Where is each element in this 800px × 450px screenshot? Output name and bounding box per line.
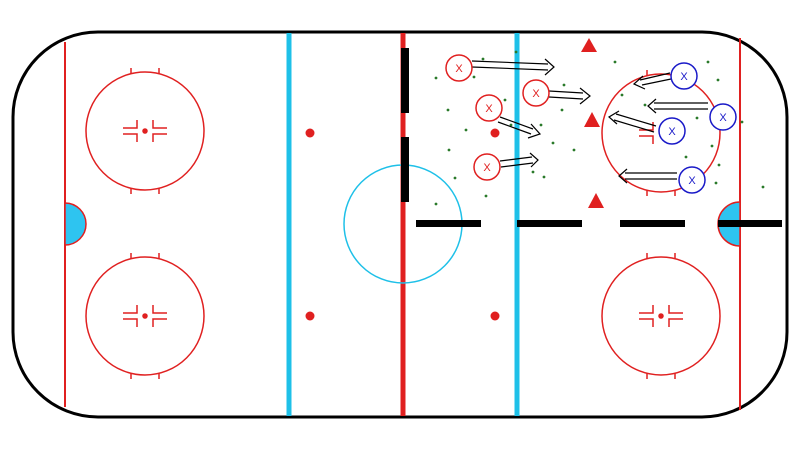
arrow-icon bbox=[548, 87, 591, 105]
arrow-icon bbox=[632, 72, 672, 90]
puck-icon bbox=[620, 93, 624, 97]
barrier-horizontal bbox=[620, 220, 685, 227]
faceoff-dot bbox=[490, 311, 500, 321]
blue-player-label: X bbox=[680, 71, 688, 83]
puck-icon bbox=[706, 60, 710, 64]
puck-icon bbox=[717, 163, 721, 167]
puck-icon bbox=[551, 141, 555, 145]
barrier-vertical bbox=[401, 137, 409, 202]
barrier-horizontal bbox=[517, 220, 582, 227]
blue-team-players: X X X X bbox=[658, 62, 737, 194]
faceoff-circle-right-bottom bbox=[601, 253, 721, 379]
red-player: X bbox=[475, 94, 503, 122]
puck-icon bbox=[514, 50, 518, 54]
faceoff-circle-left-top bbox=[85, 68, 205, 194]
arrow-icon bbox=[497, 116, 542, 139]
faceoff-dot bbox=[305, 128, 315, 138]
puck-icon bbox=[434, 202, 438, 206]
puck-icon bbox=[531, 170, 535, 174]
red-player-label: X bbox=[483, 162, 491, 174]
rink-boards bbox=[11, 30, 789, 419]
puck-icon bbox=[695, 116, 699, 120]
puck-icon bbox=[464, 128, 468, 132]
skating-arrows bbox=[471, 58, 708, 184]
puck-icon bbox=[453, 176, 457, 180]
arrow-icon bbox=[471, 58, 555, 76]
puck-icon bbox=[472, 75, 476, 79]
red-player: X bbox=[473, 153, 501, 181]
red-player-label: X bbox=[485, 103, 493, 115]
blue-player: X bbox=[658, 117, 686, 145]
cone-icon bbox=[581, 38, 597, 52]
arrow-icon bbox=[607, 110, 657, 133]
faceoff-circle-left-bottom bbox=[85, 253, 205, 379]
puck-icon bbox=[684, 155, 688, 159]
cone-icon bbox=[588, 193, 604, 208]
puck-icon bbox=[761, 185, 765, 189]
blue-player-label: X bbox=[668, 126, 676, 138]
puck-icon bbox=[643, 103, 647, 107]
red-team-players: X X X X bbox=[445, 54, 550, 181]
red-player: X bbox=[522, 79, 550, 107]
puck-icon bbox=[714, 181, 718, 185]
puck-icon bbox=[613, 60, 617, 64]
red-player: X bbox=[445, 54, 473, 82]
puck-icon bbox=[447, 148, 451, 152]
puck-icon bbox=[539, 123, 543, 127]
red-player-label: X bbox=[455, 63, 463, 75]
puck-icon bbox=[446, 108, 450, 112]
puck-icon bbox=[710, 144, 714, 148]
arrow-icon bbox=[647, 98, 708, 114]
puck-icon bbox=[481, 57, 485, 61]
barrier-horizontal bbox=[718, 220, 782, 227]
puck-icon bbox=[503, 98, 507, 102]
blue-player: X bbox=[678, 166, 706, 194]
cone-icon bbox=[584, 112, 600, 127]
arrow-icon bbox=[618, 168, 677, 184]
puck-icon bbox=[542, 175, 546, 179]
blue-player-label: X bbox=[688, 175, 696, 187]
faceoff-dot bbox=[305, 311, 315, 321]
puck-icon bbox=[572, 148, 576, 152]
puck-icon bbox=[484, 194, 488, 198]
puck-icon bbox=[562, 83, 566, 87]
barrier-horizontal bbox=[416, 220, 481, 227]
left-goal-crease bbox=[64, 202, 87, 246]
puck-icon bbox=[560, 108, 564, 112]
arrow-icon bbox=[499, 152, 539, 168]
puck-icon bbox=[509, 123, 513, 127]
pucks-scatter bbox=[434, 50, 765, 206]
puck-icon bbox=[716, 78, 720, 82]
faceoff-dot bbox=[490, 128, 500, 138]
blue-player: X bbox=[670, 62, 698, 90]
puck-icon bbox=[434, 76, 438, 80]
blue-player-label: X bbox=[719, 112, 727, 124]
red-player-label: X bbox=[532, 88, 540, 100]
barrier-vertical bbox=[401, 48, 409, 113]
puck-icon bbox=[740, 120, 744, 124]
blue-player: X bbox=[709, 103, 737, 131]
